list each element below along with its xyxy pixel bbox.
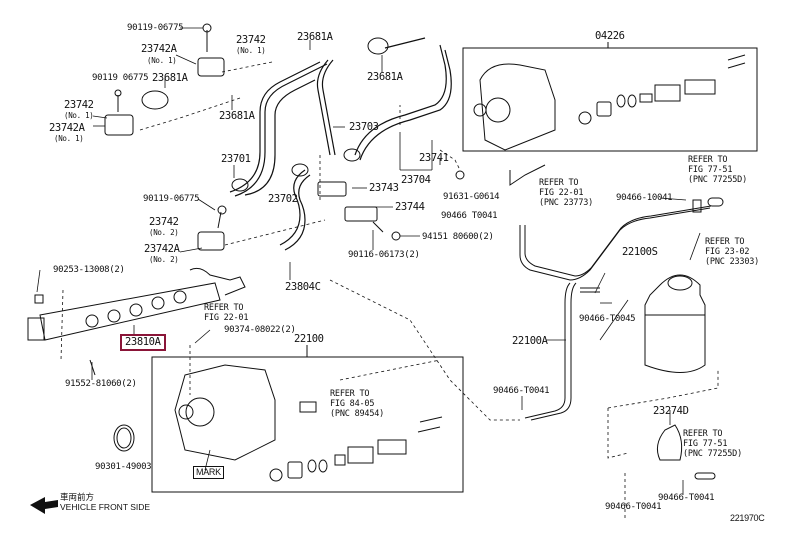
dashed-lines (60, 61, 719, 518)
part-label-23742[interactable]: 23742 (236, 34, 266, 46)
front-side-japanese: 車両前方 (60, 492, 95, 502)
part-label-90466-10041[interactable]: 90466-10041 (616, 193, 673, 203)
part-label-23681A[interactable]: 23681A (367, 71, 403, 83)
o-ring-90301-49003 (113, 424, 135, 452)
part-label-23742[interactable]: 23742 (149, 216, 179, 228)
part-label-23744[interactable]: 23744 (395, 201, 425, 213)
part-label-22100[interactable]: 22100 (294, 333, 324, 345)
refer-line: FIG 22-01 (204, 313, 249, 323)
part-label-90119-06775[interactable]: 90119-06775 (127, 23, 184, 33)
refer-line: (PNC 77255D) (683, 449, 743, 459)
refer-to-fig-84-05[interactable]: REFER TO FIG 84-05 (PNC 89454) (330, 389, 384, 419)
refer-line: REFER TO (539, 178, 579, 188)
part-sublabel: (No. 2) (149, 228, 179, 237)
refer-to-fig-77-51[interactable]: REFER TO FIG 77-51 (PNC 77255D) (683, 429, 742, 459)
mark-label: MARK (193, 466, 224, 479)
part-sublabel: (No. 2) (149, 255, 179, 264)
refer-line: REFER TO (705, 237, 745, 247)
refer-line: (PNC 89454) (330, 409, 385, 419)
part-label-90466-T0041[interactable]: 90466-T0041 (658, 493, 715, 503)
refer-line: FIG 77-51 (688, 165, 733, 175)
part-label-90119-06775[interactable]: 90119 06775 (92, 73, 149, 83)
refer-to-fig-22-01[interactable]: REFER TO FIG 22-01 (PNC 23773) (539, 178, 593, 208)
part-label-94151-80600[interactable]: 94151 80600(2) (422, 232, 494, 242)
refer-to-fig-22-01[interactable]: REFER TO FIG 22-01 (204, 303, 248, 323)
supply-pump-22100-sketch (174, 364, 443, 482)
part-sublabel: (No. 1) (54, 134, 84, 143)
part-label-22100A[interactable]: 22100A (512, 335, 548, 347)
part-label-23742A[interactable]: 23742A (141, 43, 177, 55)
refer-line: REFER TO (204, 303, 244, 313)
part-label-91552-81060[interactable]: 91552-81060(2) (65, 379, 137, 389)
part-label-90301-49003[interactable]: 90301-49003 (95, 462, 152, 472)
refer-line: FIG 22-01 (539, 188, 584, 198)
diagram-id: 221970C (730, 513, 765, 523)
part-label-23742A[interactable]: 23742A (49, 122, 85, 134)
part-label-23702[interactable]: 23702 (268, 193, 298, 205)
part-label-90466-T0045[interactable]: 90466-T0045 (579, 314, 636, 324)
front-arrow (30, 497, 58, 514)
refer-to-fig-77-51[interactable]: REFER TO FIG 77-51 (PNC 77255D) (688, 155, 747, 185)
refer-line: FIG 23-02 (705, 247, 750, 257)
part-label-90466-T0041[interactable]: 90466 T0041 (441, 211, 498, 221)
refer-line: REFER TO (330, 389, 370, 399)
refer-line: (PNC 23303) (705, 257, 760, 267)
part-label-90466-T0041[interactable]: 90466-T0041 (605, 502, 662, 512)
injection-pipes (229, 37, 452, 251)
part-label-90466-T0041[interactable]: 90466-T0041 (493, 386, 550, 396)
front-side-english: VEHICLE FRONT SIDE (60, 502, 151, 512)
part-label-90116-06173[interactable]: 90116-06173(2) (348, 250, 420, 260)
part-label-23701[interactable]: 23701 (221, 153, 251, 165)
leader-lines (36, 27, 701, 495)
part-label-23743[interactable]: 23743 (369, 182, 399, 194)
pump-assembly-box-04226 (462, 47, 758, 152)
part-sublabel: (No. 1) (64, 111, 94, 120)
part-label-90119-06775[interactable]: 90119-06775 (143, 194, 200, 204)
part-label-22100S[interactable]: 22100S (622, 246, 658, 258)
part-label-23274D[interactable]: 23274D (653, 405, 689, 417)
refer-line: REFER TO (683, 429, 723, 439)
refer-to-fig-23-02[interactable]: REFER TO FIG 23-02 (PNC 23303) (705, 237, 759, 267)
part-label-91631-G0614[interactable]: 91631-G0614 (443, 192, 500, 202)
part-label-23742[interactable]: 23742 (64, 99, 94, 111)
common-rail-23810A (27, 267, 246, 376)
part-label-23741[interactable]: 23741 (419, 152, 449, 164)
part-label-23681A[interactable]: 23681A (219, 110, 255, 122)
supply-pump-04226-sketch (473, 54, 746, 151)
refer-line: (PNC 77255D) (688, 175, 748, 185)
refer-line: FIG 84-05 (330, 399, 375, 409)
part-sublabel: (No. 1) (147, 56, 177, 65)
part-label-90374-08022[interactable]: 90374-08022(2) (224, 325, 296, 335)
fuel-hoses (509, 164, 724, 480)
part-label-90253-13008[interactable]: 90253-13008(2) (53, 265, 125, 275)
part-label-23681A[interactable]: 23681A (152, 72, 188, 84)
vehicle-front-side-indicator: 車両前方 VEHICLE FRONT SIDE (60, 492, 150, 512)
refer-line: REFER TO (688, 155, 728, 165)
part-sublabel: (No. 1) (236, 46, 266, 55)
part-label-23804C[interactable]: 23804C (285, 281, 321, 293)
fuel-filter (644, 274, 706, 373)
part-label-04226[interactable]: 04226 (595, 30, 625, 42)
part-label-23810A-highlighted[interactable]: 23810A (120, 334, 166, 351)
part-label-23703[interactable]: 23703 (349, 121, 379, 133)
part-label-23681A[interactable]: 23681A (297, 31, 333, 43)
part-label-23742A[interactable]: 23742A (144, 243, 180, 255)
refer-line: FIG 77-51 (683, 439, 728, 449)
refer-line: (PNC 23773) (539, 198, 594, 208)
part-label-23704[interactable]: 23704 (401, 174, 431, 186)
